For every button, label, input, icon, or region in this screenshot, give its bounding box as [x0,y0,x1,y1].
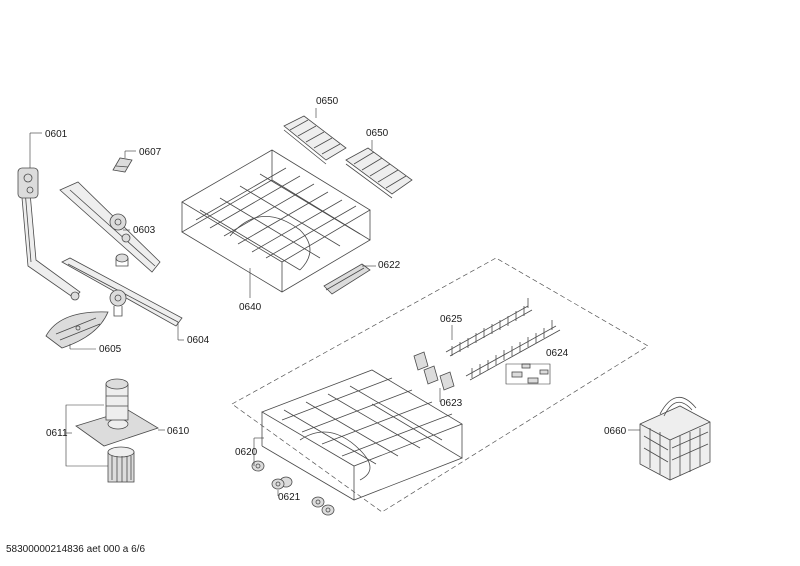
filter-plate-0605 [45,311,109,349]
lower-spray-arm-0604 [61,257,183,327]
label-0605: 0605 [99,344,122,355]
rack-insert-0650-b [345,147,413,199]
label-0624: 0624 [546,348,569,359]
supply-pipe-0601 [17,167,81,301]
label-0625: 0625 [440,314,463,325]
handle-0622 [323,263,371,295]
upper-basket-0640 [181,149,371,293]
label-0604: 0604 [187,335,210,346]
wheels-0621 [271,478,335,516]
label-0640: 0640 [239,302,262,313]
filter-cylinder-0611 [107,446,135,483]
clips-0624 [511,363,549,384]
document-footer: 58300000214836 aet 000 a 6/6 [6,544,146,555]
filter-assembly-0610 [75,378,159,447]
label-0603: 0603 [133,225,156,236]
lower-basket [261,369,463,501]
label-0620: 0620 [235,447,258,458]
label-0621: 0621 [278,492,301,503]
upper-spray-arm-0603 [59,181,161,273]
label-0650-a: 0650 [316,96,339,107]
label-0650-b: 0650 [366,128,389,139]
label-0610: 0610 [167,426,190,437]
rack-insert-0650-a [283,115,347,165]
clip-0607 [112,157,133,173]
label-0660: 0660 [604,426,627,437]
tine-rack-0625 [445,298,561,381]
label-0622: 0622 [378,260,401,271]
label-0607: 0607 [139,147,162,158]
cutlery-basket-0660 [639,397,711,481]
hooks-0623 [413,351,455,391]
label-0601: 0601 [45,129,68,140]
wheels-0620 [251,460,293,488]
label-0623: 0623 [440,398,463,409]
label-0611: 0611 [46,428,68,439]
lower-basket-group-outline [231,257,649,513]
